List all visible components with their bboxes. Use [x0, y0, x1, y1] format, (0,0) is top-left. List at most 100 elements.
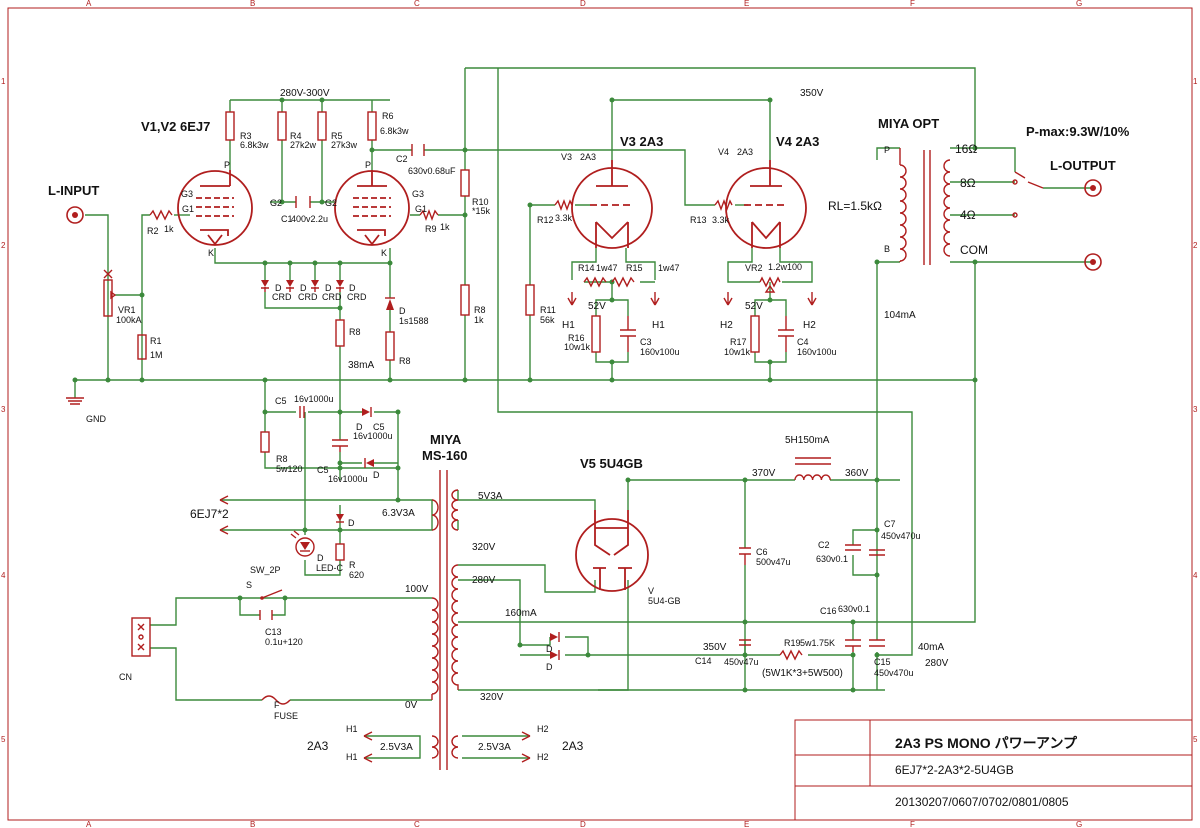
crd2-d-label: D: [300, 283, 307, 293]
c13-capacitor-icon: [259, 610, 273, 620]
zone-col-a-top: A: [86, 0, 92, 8]
c6-value: 500v47u: [756, 557, 791, 567]
tap-com-label: COM: [960, 243, 988, 257]
r4-value: 27k2w: [290, 140, 317, 150]
zone-row-3-left: 3: [1, 405, 6, 414]
r4-resistor-icon: [277, 111, 287, 141]
vr2-ref: VR2: [745, 263, 763, 273]
c1-ref: C1: [281, 214, 293, 224]
c15-ref: C15: [874, 657, 891, 667]
tap-8-label: 8Ω: [960, 176, 976, 190]
r15-ref: R15: [626, 263, 643, 273]
c5a-ref: C5: [275, 396, 287, 406]
b280-300-label: 280V-300V: [280, 88, 330, 99]
r16-resistor-icon: [591, 315, 601, 353]
r11-value: 56k: [540, 315, 555, 325]
r5-value: 27k3w: [331, 140, 358, 150]
opt-pin-p-label: P: [884, 145, 890, 155]
switch-s-label: S: [246, 580, 252, 590]
h1-right-label: H1: [652, 320, 665, 331]
zone-col-f-top: F: [910, 0, 915, 8]
v3-small-label: V3: [561, 152, 572, 162]
d-hv-bot-label: D: [546, 662, 553, 672]
h1-left-label: H1: [562, 320, 575, 331]
r2-resistor-icon: [149, 209, 173, 221]
r19-note: (5W1K*3+5W500): [762, 668, 843, 679]
zone-col-a-bot: A: [86, 820, 92, 828]
r8a-ref: R8: [349, 327, 361, 337]
r1-resistor-icon: [137, 334, 147, 360]
r13-resistor-icon: [714, 199, 733, 211]
v4-heading: V4 2A3: [776, 134, 819, 149]
led-icon: [290, 530, 315, 557]
r1-ref: R1: [150, 336, 162, 346]
r10-ref: R10: [472, 197, 489, 207]
heater-left-winding-label: 2.5V3A: [380, 742, 413, 753]
c7-value: 450v470u: [881, 531, 921, 541]
c5b-ref: C5: [373, 422, 385, 432]
subtitle-text: 6EJ7*2-2A3*2-5U4GB: [895, 763, 1014, 777]
led-value: LED-C: [316, 563, 344, 573]
r14-value: 1w47: [596, 263, 618, 273]
vr2-wiper-icon: [764, 284, 776, 293]
c2-0.1-capacitor-icon: [845, 544, 861, 551]
crd4-d-label: D: [349, 283, 356, 293]
zone-col-b-top: B: [250, 0, 255, 8]
v4-small-type: 2A3: [737, 147, 753, 157]
wires: [74, 67, 1093, 759]
i38-label: 38mA: [348, 360, 374, 371]
r11-ref: R11: [540, 305, 556, 315]
v3-small-type: 2A3: [580, 152, 596, 162]
vr2-value: 1.2w100: [768, 262, 802, 272]
r14-resistor-icon: [583, 276, 607, 288]
cn-ref: CN: [119, 672, 132, 682]
w6v-label: 6.3V3A: [382, 508, 415, 519]
output-tap-labels: 16Ω 8Ω 4Ω COM P B: [884, 142, 988, 257]
zone-col-d-top: D: [580, 0, 586, 8]
zigzag-resistors: [149, 199, 803, 661]
w320a-label: 320V: [472, 542, 496, 553]
r12-resistor-icon: [554, 199, 573, 211]
r8c-ref: R8: [399, 356, 411, 366]
zone-row-5-right: 5: [1193, 735, 1198, 744]
zone-row-1-left: 1: [1, 77, 6, 86]
headings: V1,V2 6EJ7 V3 2A3 V4 2A3 V5 5U4GB MIYA O…: [48, 116, 1130, 753]
r5-resistor-icon: [317, 111, 327, 141]
v52b-label: 52V: [745, 301, 763, 312]
heater-2a3-right-label: 2A3: [562, 739, 584, 753]
c15-capacitor-icon: [869, 639, 885, 647]
tap-4-label: 4Ω: [960, 208, 976, 222]
dates-text: 20130207/0607/0702/0801/0805: [895, 795, 1069, 809]
d-hv-top-label: D: [546, 644, 553, 654]
c13-ref: C13: [265, 627, 282, 637]
crd1-label: CRD: [272, 292, 292, 302]
r12-value: 3.3k: [555, 213, 573, 223]
zone-col-e-top: E: [744, 0, 749, 8]
c16-ref: C16: [820, 606, 837, 616]
c1-value: 400v2.2u: [291, 214, 328, 224]
b280-label: 280V: [925, 658, 949, 669]
r6-resistor-icon: [367, 111, 377, 141]
v1-g1-label: G1: [182, 204, 194, 214]
output-jacks: [1084, 179, 1102, 271]
v52a-label: 52V: [588, 301, 606, 312]
ms160-heading: MS-160: [422, 448, 468, 463]
w320b-label: 320V: [480, 692, 504, 703]
gnd-label: GND: [86, 414, 107, 424]
c4-capacitor-icon: [778, 329, 794, 337]
v1-6ej7-tube-icon: [177, 170, 253, 246]
r19-value: 5w1.75K: [800, 638, 835, 648]
dz-ref: D: [399, 306, 406, 316]
c5c-ref: C5: [317, 465, 329, 475]
c15-value: 450v470u: [874, 668, 914, 678]
r11-resistor-icon: [525, 284, 535, 316]
vr1-potentiometer-icon: [103, 269, 117, 317]
c3-capacitor-icon: [620, 329, 636, 337]
input-jack-icon: [66, 206, 84, 224]
v5-heading: V5 5U4GB: [580, 456, 643, 471]
r3-value: 6.8k3w: [240, 140, 269, 150]
r3-ref: R3: [240, 131, 252, 141]
heater-arrows: [219, 292, 817, 763]
zone-row-4-right: 4: [1193, 571, 1198, 580]
c7-ref: C7: [884, 519, 896, 529]
